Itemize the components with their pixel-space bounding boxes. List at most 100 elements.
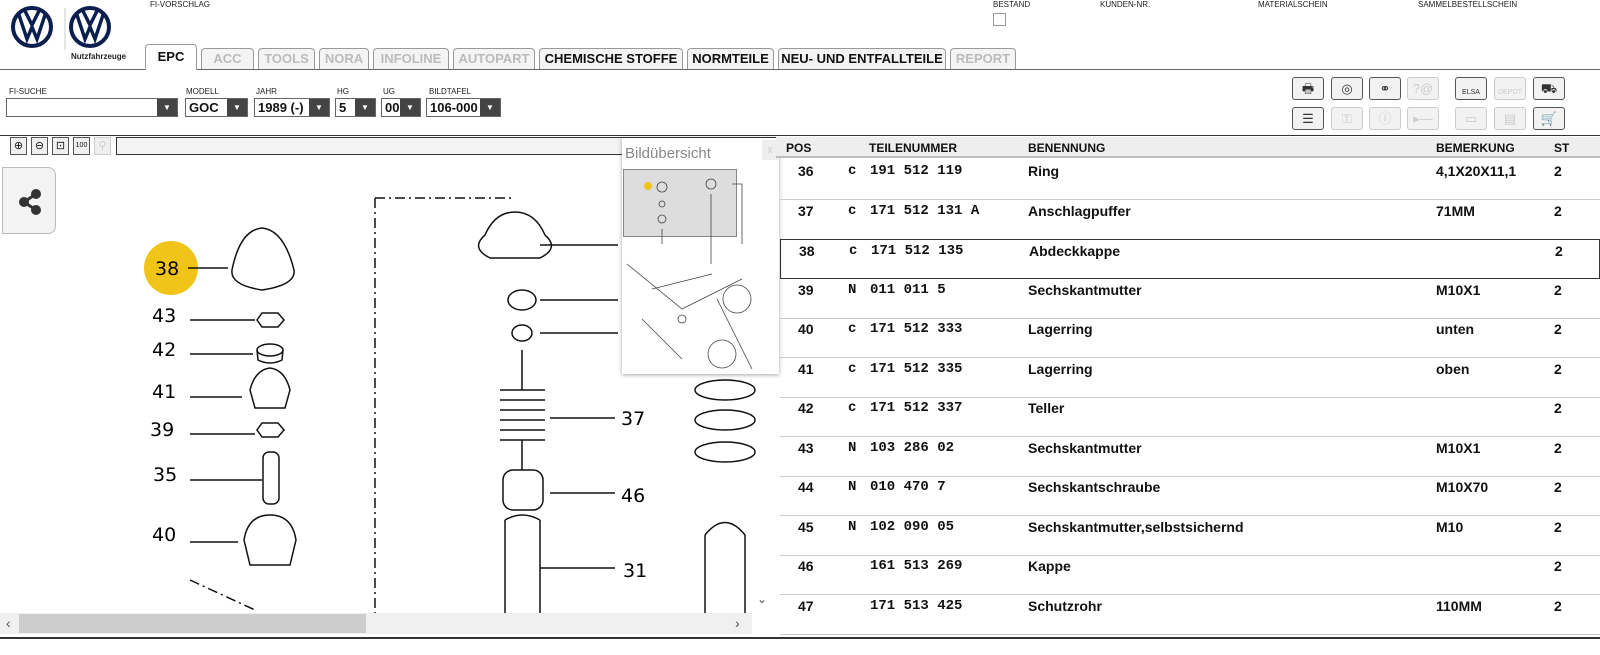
modell-select[interactable]: GOC▼ [185,98,248,117]
zoom-fit-icon[interactable]: ⊡ [52,137,69,155]
scrollbar-thumb[interactable] [19,614,366,633]
tab-autopart[interactable]: AUTOPART [453,48,535,70]
callout-label[interactable]: 41 [152,381,176,403]
zoom-search-icon[interactable]: ⚲ [94,137,111,155]
cart-icon[interactable]: 🛒 [1533,107,1565,130]
chevron-down-icon: ▼ [227,99,247,116]
bildtafel-select[interactable]: 106-000▼ [426,98,501,117]
overview-thumbnail[interactable] [622,169,779,374]
tab-infoline[interactable]: INFOLINE [373,48,449,70]
flag-cell: N [848,479,857,495]
hg-select[interactable]: 5▼ [335,98,376,117]
materialschein-label: MATERIALSCHEIN [1258,0,1328,9]
ug-select[interactable]: 00▼ [381,98,421,117]
jahr-select[interactable]: 1989 (-)▼ [254,98,330,117]
part-number-cell: 102 090 05 [870,518,955,535]
scroll-right-icon[interactable]: › [735,615,740,631]
car-info-icon[interactable]: ⓘ [1369,107,1401,130]
remark-cell: M10X1 [1436,439,1481,456]
bestand-checkbox[interactable] [993,13,1006,26]
key-icon[interactable]: ⚿ [1331,107,1363,130]
qty-cell: 2 [1554,281,1562,298]
print-icon[interactable]: 🖶 [1292,77,1324,100]
part-number-cell: 161 513 269 [870,558,963,574]
tab-chemische-stoffe[interactable]: CHEMISCHE STOFFE [539,48,683,70]
zoom-out-icon[interactable]: ⊖ [31,137,48,155]
list-icon[interactable]: ☰ [1292,107,1324,130]
callout-label[interactable]: 31 [623,560,647,582]
callout-label[interactable]: 46 [621,485,645,507]
name-cell: Lagerring [1028,321,1093,337]
highlight-marker [144,241,198,295]
depot-button[interactable]: DEPOT [1494,77,1526,100]
tab-acc[interactable]: ACC [201,48,254,70]
col-bemerkung[interactable]: BEMERKUNG [1436,141,1515,155]
callout-label[interactable]: 37 [621,408,645,430]
share-button[interactable] [2,167,56,234]
scroll-down-icon[interactable]: ⌄ [757,592,768,606]
name-cell: Abdeckkappe [1029,243,1121,259]
scroll-left-icon[interactable]: ‹ [6,615,11,631]
pos-cell: 47 [798,597,814,614]
callout-label[interactable]: 35 [153,464,177,486]
col-pos[interactable]: POS [786,141,812,155]
elsa-button[interactable]: ELSA [1455,77,1487,100]
horizontal-scrollbar[interactable]: ‹ › [0,613,752,634]
tab-epc[interactable]: EPC [145,44,197,70]
tab-normteile[interactable]: NORMTEILE [687,48,774,70]
overview-viewport[interactable] [623,169,737,237]
remark-cell: 4,1X20X11,1 [1436,163,1517,179]
wheel-icon[interactable]: ◎ [1331,77,1363,100]
binoculars-icon[interactable]: ⚭ [1369,77,1401,100]
flag-cell: c [848,163,857,179]
ug-value: 00 [385,100,400,115]
name-cell: Kappe [1028,558,1071,574]
zoom-in-icon[interactable]: ⊕ [10,137,27,155]
tab-tools[interactable]: TOOLS [258,48,315,70]
modell-label: MODELL [186,87,219,96]
callout-label[interactable]: 43 [152,305,176,327]
tab-nora[interactable]: NORA [319,48,369,70]
bildtafel-label: BILDTAFEL [429,87,472,96]
play-icon[interactable]: ▸— [1407,107,1439,130]
col-benennung[interactable]: BENENNUNG [1028,141,1106,155]
share-icon [19,189,41,215]
callout-label[interactable]: 40 [152,524,176,546]
close-button[interactable]: x [762,140,778,160]
callout-label[interactable]: 42 [152,339,176,361]
callout-label[interactable]: 38 [155,258,179,280]
cart-transfer-icon[interactable]: ⛟ [1533,77,1565,100]
flag-cell: c [848,202,857,219]
fi-suche-select[interactable]: ▼ [6,98,178,117]
chevron-down-icon: ▼ [157,99,177,116]
name-cell: Sechskantmutter [1028,281,1142,298]
exploded-view-drawing[interactable]: 38 43 42 41 39 35 40 37 46 31 [0,157,776,613]
computer-icon[interactable]: ▭ [1455,107,1487,130]
col-st[interactable]: ST [1554,141,1570,155]
col-teilenummer[interactable]: TEILENUMMER [869,141,957,155]
pos-cell: 44 [798,479,814,495]
callout-label[interactable]: 39 [150,419,174,441]
flag-cell: c [848,360,857,377]
qty-cell: 2 [1554,439,1562,456]
help-mail-icon[interactable]: ?@ [1407,77,1439,100]
car-doc-icon[interactable]: ▤ [1494,107,1526,130]
flag-cell: c [848,321,857,337]
tab-report[interactable]: REPORT [950,48,1016,70]
table-header [776,137,1600,158]
zoom-100-icon[interactable]: 100 [73,137,90,155]
pos-cell: 39 [798,281,814,298]
tab-neu-und-entfallteile[interactable]: NEU- UND ENTFALLTEILE [778,48,946,70]
